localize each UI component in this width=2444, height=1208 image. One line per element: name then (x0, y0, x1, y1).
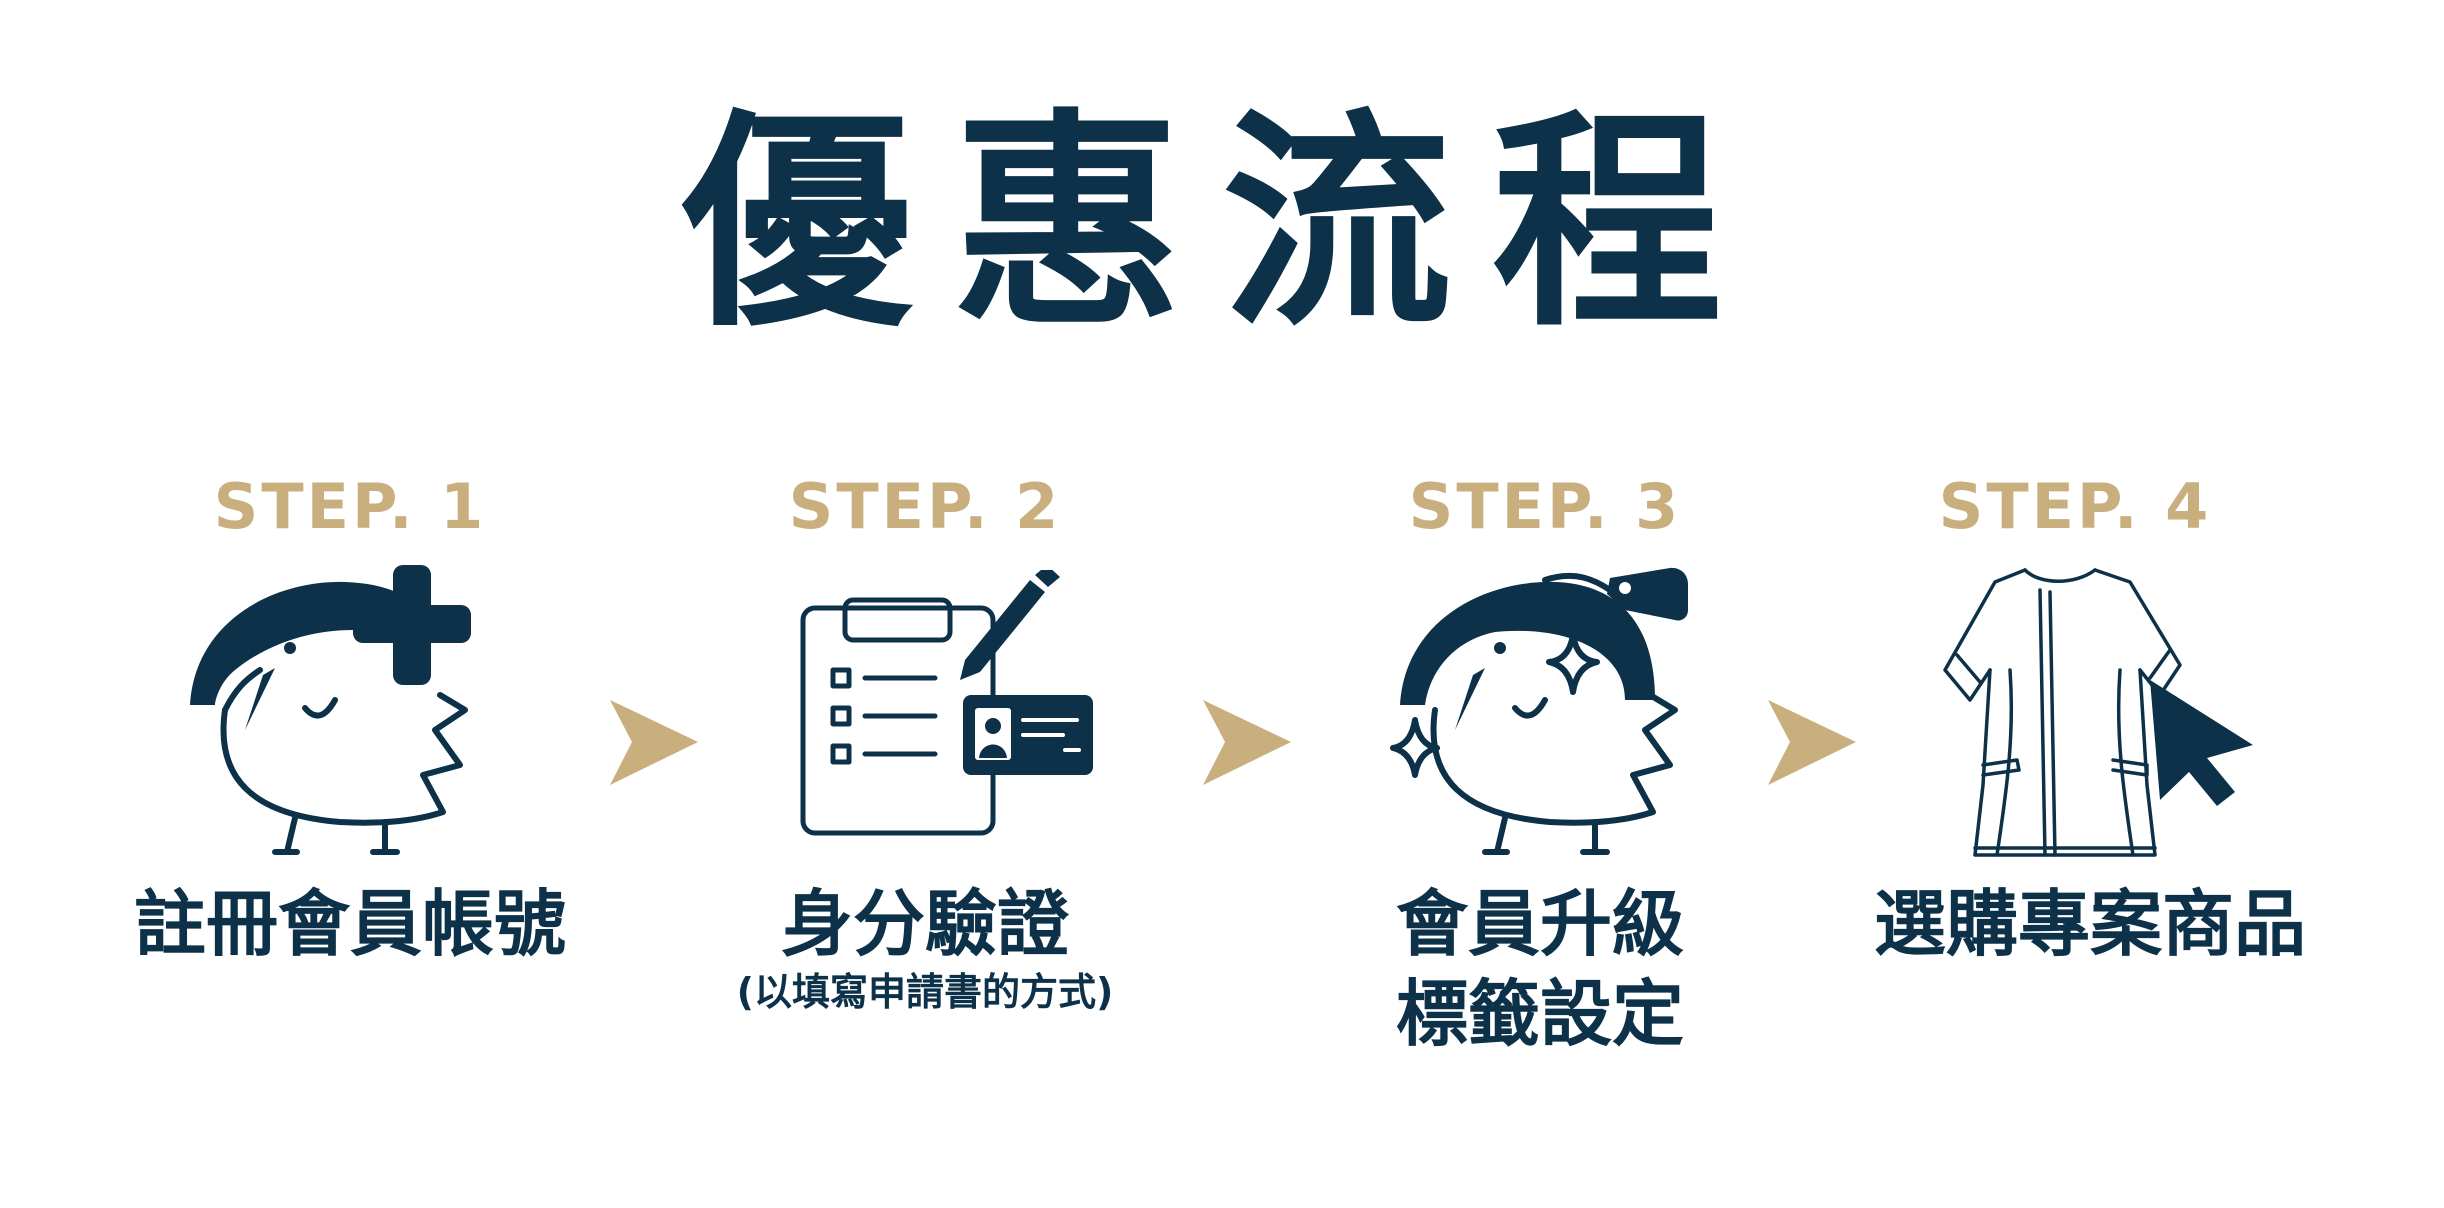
step-3-label: STEP. 3 (1408, 470, 1682, 543)
step-3-caption-line-2: 標籤設定 (1395, 972, 1684, 1056)
step-4-label: STEP. 4 (1938, 470, 2212, 543)
chevron-right-icon (1768, 700, 1856, 785)
step-1-label: STEP. 1 (213, 470, 487, 543)
step-2-subcaption: (以填寫申請書的方式) (736, 970, 1114, 1014)
chevron-right-icon (610, 700, 698, 785)
page-title: 優惠流程 (682, 91, 1762, 358)
uniform-cursor-icon (1943, 568, 2253, 857)
step-1-caption: 註冊會員帳號 (133, 882, 566, 966)
bird-plus-icon (190, 565, 471, 855)
bird-tag-icon (1390, 567, 1688, 855)
step-3-caption-line-1: 會員升級 (1395, 882, 1684, 966)
step-4-caption: 選購專案商品 (1873, 882, 2306, 966)
clipboard-id-card-icon (800, 570, 1093, 836)
step-2-caption: 身分驗證 (780, 882, 1069, 966)
chevron-right-icon (1203, 700, 1291, 785)
step-2-label: STEP. 2 (788, 470, 1062, 543)
